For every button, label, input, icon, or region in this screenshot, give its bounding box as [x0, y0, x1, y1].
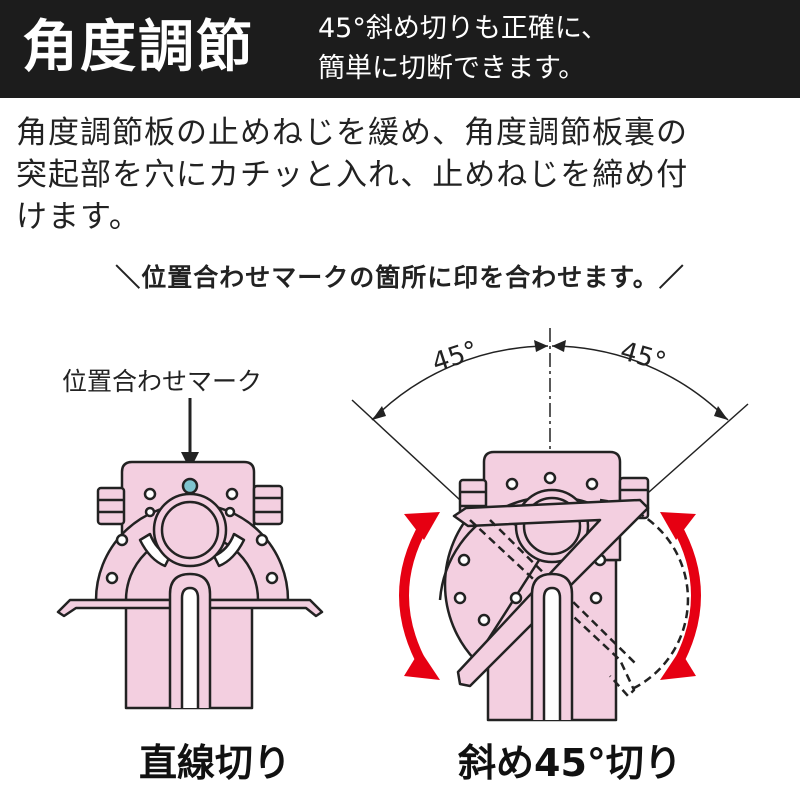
bolt-left: [96, 486, 126, 526]
straight-cut-diagram: [56, 398, 324, 710]
caption-straight-cut: 直線切り: [138, 741, 291, 785]
rotate-arrow-left: [399, 512, 440, 680]
header-banner: 角度調節 45°斜め切りも正確に、 簡単に切断できます。: [0, 0, 800, 98]
alignment-note: ＼位置合わせマークの箇所に印を合わせます。／: [0, 258, 800, 294]
alignment-mark: [181, 477, 199, 495]
alignment-mark-label: 位置合わせマーク: [62, 367, 263, 396]
rotate-arrow-right: [660, 512, 701, 680]
angle-cut-diagram: [351, 328, 749, 722]
note-slash-right: ／: [658, 263, 685, 292]
header-subtitle-line: 簡単に切断できます。: [318, 53, 586, 84]
instruction-line: 角度調節板の止めねじを緩め、角度調節板裏の: [16, 115, 688, 151]
header-subtitle-line: 45°斜め切りも正確に、: [318, 13, 609, 44]
bolt-right: [252, 484, 284, 526]
instruction-line: けます。: [16, 199, 141, 235]
note-slash-left: ＼: [115, 263, 142, 292]
angle-line-right: [639, 403, 749, 501]
angle-arc-right: [551, 345, 729, 421]
instruction-text: 角度調節板の止めねじを緩め、角度調節板裏の 突起部を穴にカチッと入れ、止めねじを…: [16, 112, 792, 238]
page-title: 角度調節: [22, 15, 254, 80]
instruction-line: 突起部を穴にカチッと入れ、止めねじを締め付: [16, 157, 689, 193]
angle-line-left: [351, 399, 461, 501]
header-subtitle: 45°斜め切りも正確に、 簡単に切断できます。: [318, 9, 608, 89]
center-knob-inner: [160, 500, 220, 560]
caption-angle-cut: 斜め45°切り: [458, 741, 682, 785]
note-text: 位置合わせマークの箇所に印を合わせます。: [141, 263, 659, 292]
angle-arc-left: [371, 345, 549, 421]
